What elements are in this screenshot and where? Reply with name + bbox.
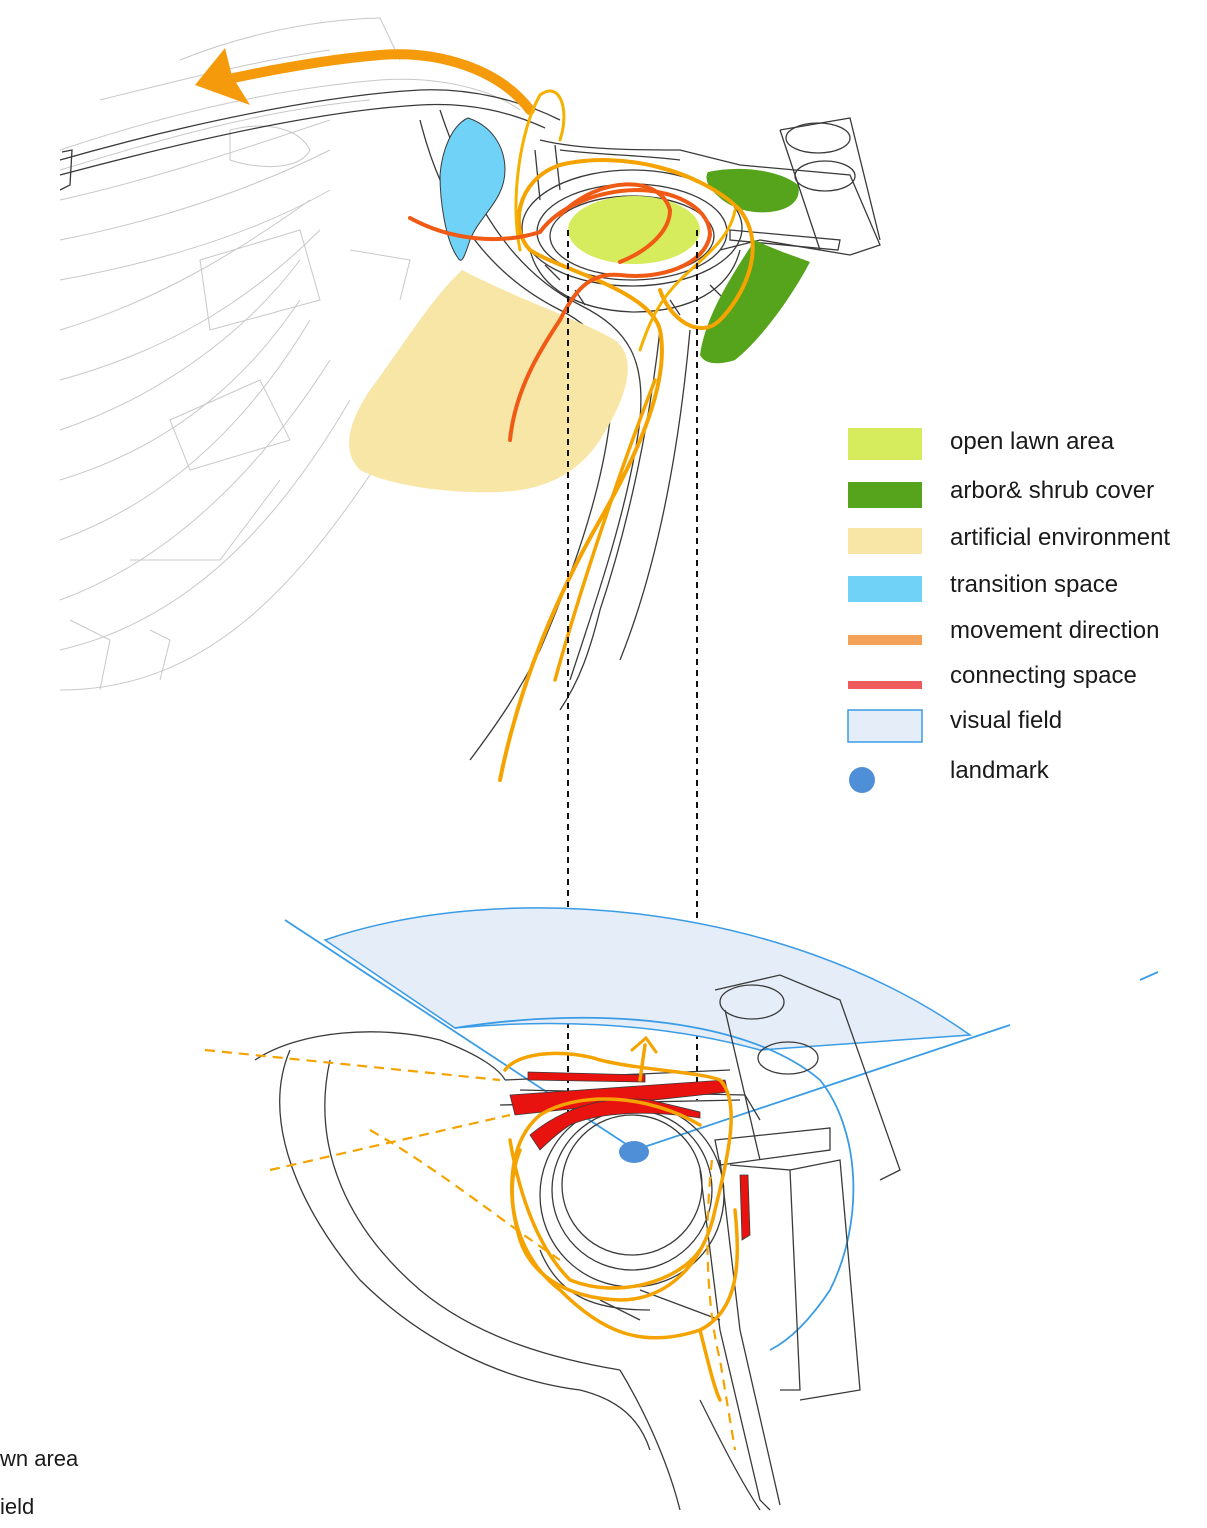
legend-label-transition: transition space xyxy=(950,571,1118,599)
legend-swatches xyxy=(848,428,922,793)
legend-swatch-open-lawn xyxy=(848,428,922,460)
legend-label-landmark: landmark xyxy=(950,757,1049,785)
legend-swatch-artificial xyxy=(848,528,922,554)
legend-swatch-arbor-shrub xyxy=(848,482,922,508)
cut-label-field: ield xyxy=(0,1494,34,1520)
legend-label-open-lawn: open lawn area xyxy=(950,428,1114,456)
movement-direction-main-arrow xyxy=(215,54,530,110)
legend-swatch-movement xyxy=(848,635,922,645)
legend-swatch-visual-field xyxy=(848,710,922,742)
legend-swatch-landmark xyxy=(849,767,875,793)
artificial-environment-area xyxy=(349,270,628,492)
visual-field-area xyxy=(325,908,970,1050)
landmark-dot xyxy=(619,1141,649,1163)
legend-swatch-transition xyxy=(848,576,922,602)
legend-label-movement: movement direction xyxy=(950,617,1159,645)
legend-label-arbor-shrub: arbor& shrub cover xyxy=(950,477,1154,505)
legend-label-connecting: connecting space xyxy=(950,662,1137,690)
arbor-shrub-area-1 xyxy=(706,169,798,212)
legend-swatch-connecting xyxy=(848,681,922,689)
cut-label-lawn: wn area xyxy=(0,1446,78,1472)
legend-label-artificial: artificial environment xyxy=(950,524,1170,552)
legend-label-visual-field: visual field xyxy=(950,707,1062,735)
arbor-shrub-area-2 xyxy=(700,240,810,363)
